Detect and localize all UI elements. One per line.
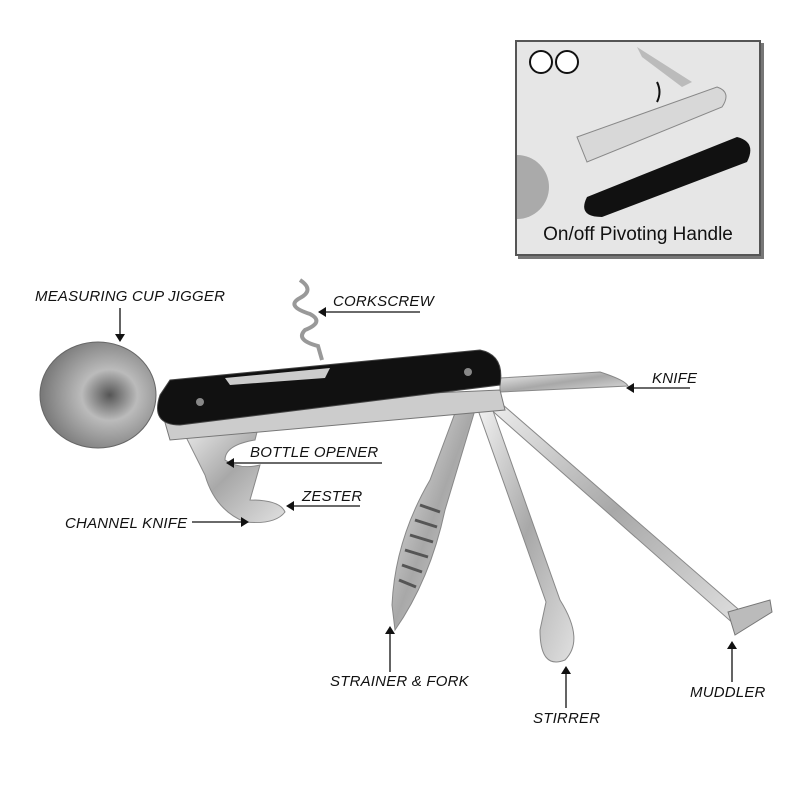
label-jigger: MEASURING CUP JIGGER bbox=[35, 288, 226, 305]
label-muddler: MUDDLER bbox=[690, 684, 766, 701]
black-handle bbox=[157, 349, 502, 426]
label-knife: KNIFE bbox=[652, 370, 698, 387]
stirrer bbox=[477, 407, 575, 663]
jigger-cup bbox=[39, 341, 157, 449]
label-bottle-opener: BOTTLE OPENER bbox=[250, 444, 379, 461]
label-stirrer: STIRRER bbox=[533, 710, 601, 727]
pivoting-handle-inset: On/off Pivoting Handle bbox=[515, 40, 761, 256]
label-strainer-fork: STRAINER & FORK bbox=[330, 673, 469, 690]
inset-caption: On/off Pivoting Handle bbox=[543, 224, 733, 245]
label-zester: ZESTER bbox=[302, 488, 363, 505]
knife-blade bbox=[499, 371, 629, 393]
corkscrew bbox=[292, 278, 324, 361]
unlock-icon bbox=[529, 50, 553, 74]
bottle-opener bbox=[179, 419, 286, 523]
strainer-fork bbox=[391, 404, 476, 632]
label-channel-knife: CHANNEL KNIFE bbox=[65, 515, 188, 532]
label-corkscrew: CORKSCREW bbox=[333, 293, 434, 310]
pivoting-handle-photo bbox=[517, 47, 751, 219]
muddler-head bbox=[727, 599, 773, 636]
lock-icon bbox=[555, 50, 579, 74]
